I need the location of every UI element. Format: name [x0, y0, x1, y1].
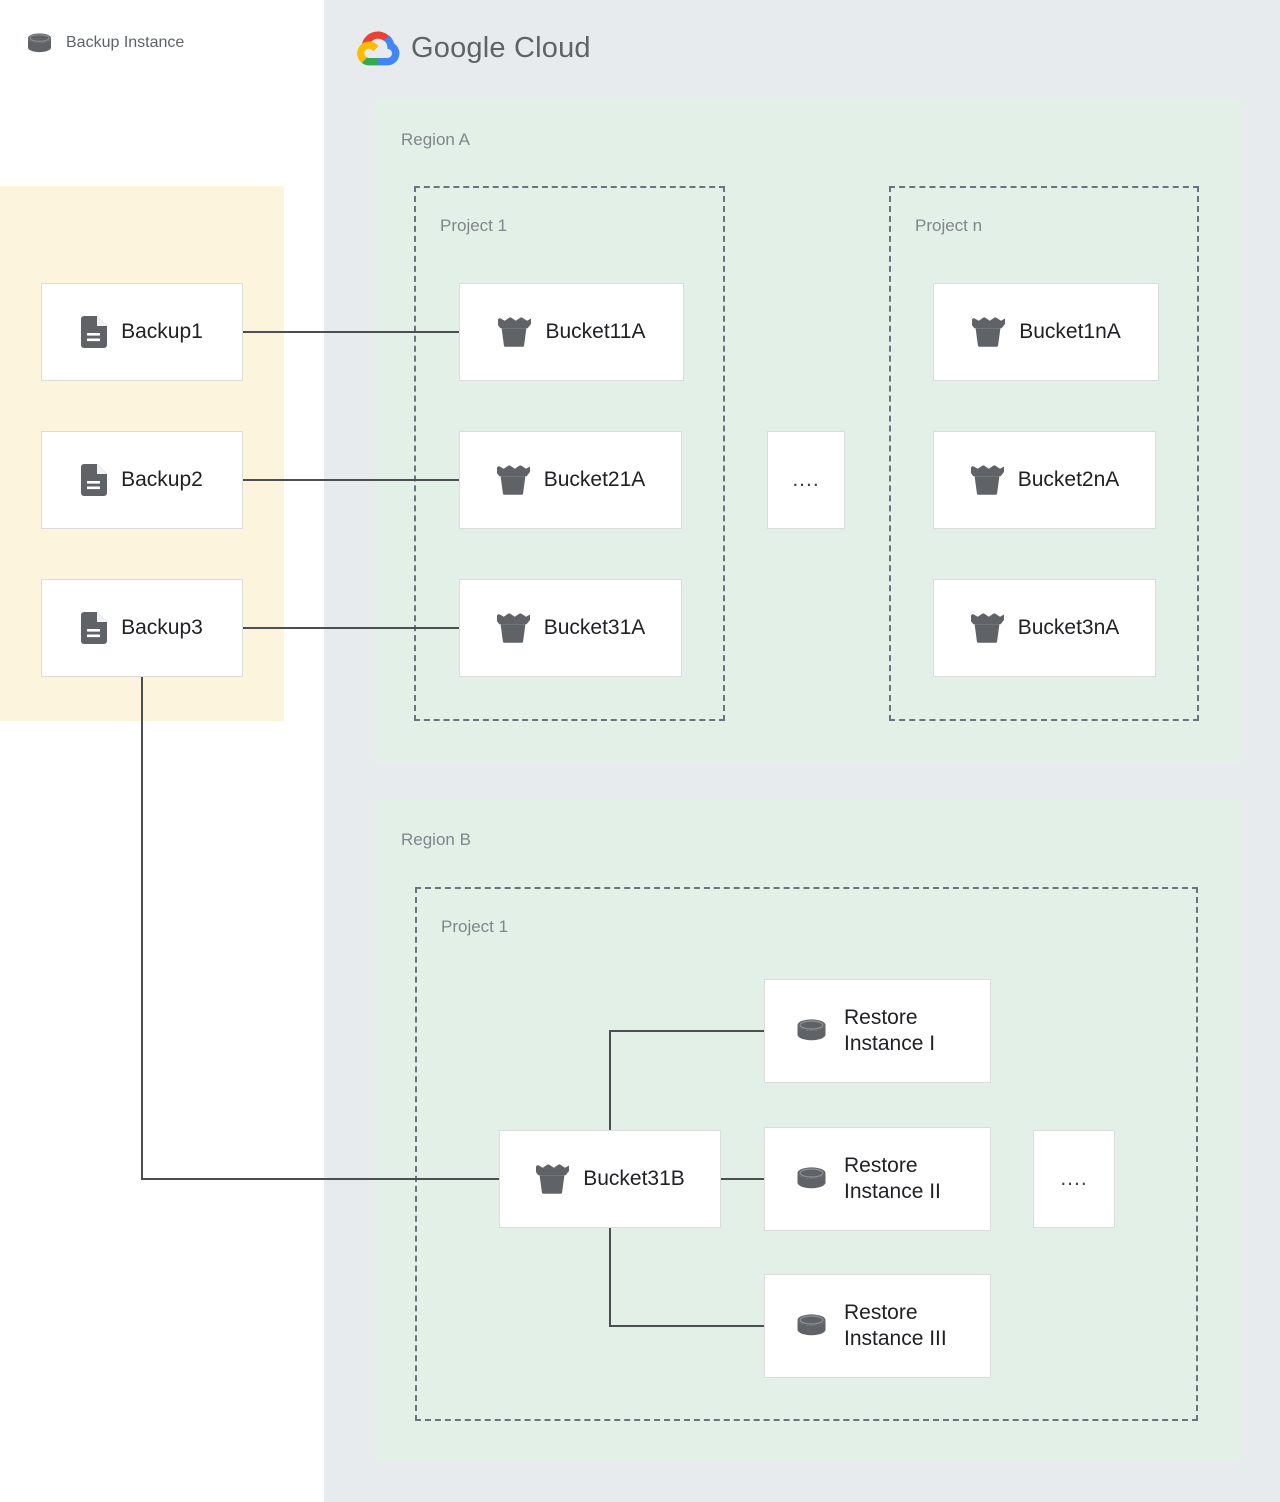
- storage-bucket-icon: [496, 613, 530, 643]
- ellipsis-label: ....: [792, 467, 820, 491]
- node-backup-3[interactable]: Backup3: [41, 579, 243, 677]
- project-1-region-b-label: Project 1: [441, 917, 509, 936]
- node-label: Backup3: [121, 615, 203, 639]
- storage-bucket-icon: [496, 465, 530, 495]
- document-file-icon: [81, 612, 108, 644]
- storage-bucket-icon: [497, 317, 532, 347]
- node-restore-instance-3[interactable]: Restore Instance III: [764, 1274, 991, 1378]
- region-b-label: Region B: [401, 830, 471, 849]
- database-cylinder-icon: [795, 1165, 828, 1193]
- node-bucket-1na[interactable]: Bucket1nA: [933, 283, 1159, 381]
- node-label: Restore Instance II: [844, 1153, 941, 1203]
- database-cylinder-icon: [795, 1017, 828, 1045]
- storage-bucket-icon: [970, 613, 1004, 643]
- project-n-region-a-container: Project n: [889, 186, 1199, 721]
- project-1-region-a-container: Project 1: [414, 186, 725, 721]
- region-a-label: Region A: [401, 130, 470, 149]
- node-label: Bucket1nA: [1019, 319, 1121, 343]
- storage-bucket-icon: [970, 465, 1004, 495]
- node-label: Bucket2nA: [1017, 467, 1120, 491]
- project-n-region-a-label: Project n: [915, 216, 983, 235]
- node-bucket-31a[interactable]: Bucket31A: [459, 579, 682, 677]
- storage-bucket-icon: [971, 317, 1006, 347]
- backup-instance-header: Backup Instance: [26, 32, 184, 54]
- document-file-icon: [81, 316, 108, 348]
- database-cylinder-icon: [795, 1312, 828, 1340]
- node-bucket-31b[interactable]: Bucket31B: [499, 1130, 721, 1228]
- ellipsis-label: ....: [1060, 1166, 1088, 1190]
- node-backup-1[interactable]: Backup1: [41, 283, 243, 381]
- node-bucket-11a[interactable]: Bucket11A: [459, 283, 684, 381]
- document-file-icon: [81, 464, 108, 496]
- node-label: Bucket31B: [583, 1166, 685, 1190]
- storage-bucket-icon: [535, 1164, 570, 1194]
- node-bucket-21a[interactable]: Bucket21A: [459, 431, 682, 529]
- node-ellipsis-region-a: ....: [767, 431, 845, 529]
- node-label: Restore Instance I: [844, 1005, 936, 1055]
- google-cloud-brand: Google Cloud: [356, 30, 591, 66]
- node-bucket-3na[interactable]: Bucket3nA: [933, 579, 1156, 677]
- node-bucket-2na[interactable]: Bucket2nA: [933, 431, 1156, 529]
- backup-instance-title: Backup Instance: [66, 34, 185, 51]
- node-label: Bucket3nA: [1017, 615, 1120, 639]
- database-cylinder-icon: [26, 32, 53, 54]
- google-cloud-logo-icon: [356, 30, 400, 66]
- node-label: Bucket31A: [543, 615, 646, 639]
- node-ellipsis-region-b: ....: [1033, 1130, 1115, 1228]
- node-restore-instance-1[interactable]: Restore Instance I: [764, 979, 991, 1083]
- node-label: Backup1: [121, 319, 203, 343]
- node-backup-2[interactable]: Backup2: [41, 431, 243, 529]
- node-restore-instance-2[interactable]: Restore Instance II: [764, 1127, 991, 1231]
- node-label: Bucket21A: [543, 467, 646, 491]
- project-1-region-a-label: Project 1: [440, 216, 508, 235]
- google-cloud-logo-text: Google Cloud: [411, 31, 591, 64]
- node-label: Backup2: [121, 467, 203, 491]
- node-label: Bucket11A: [545, 319, 646, 343]
- node-label: Restore Instance III: [844, 1300, 947, 1350]
